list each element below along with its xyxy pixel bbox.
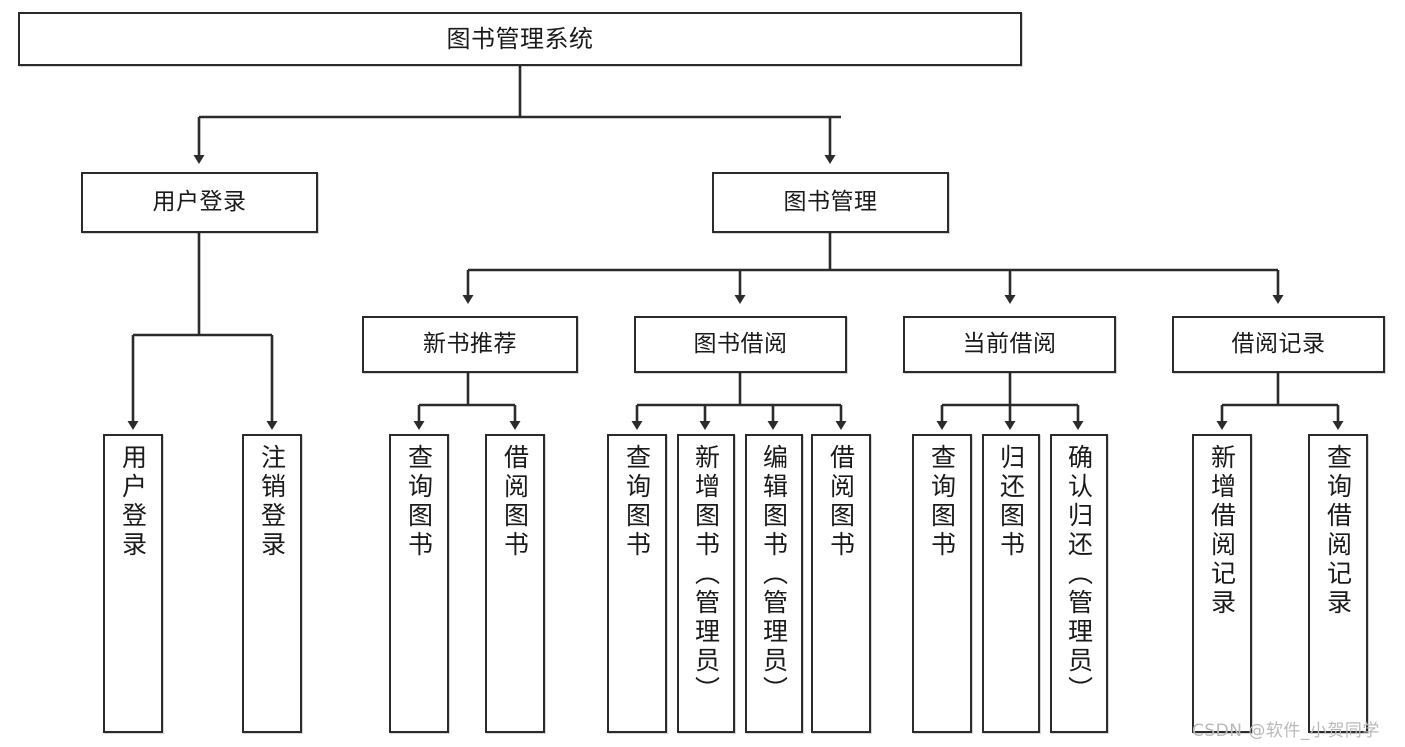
leaf-recommend-query-book[interactable]: 查询图书 xyxy=(389,434,449,733)
node-label: 借阅图书 xyxy=(500,444,530,560)
node-new-book-recommend[interactable]: 新书推荐 xyxy=(362,316,578,373)
node-label: 注销登录 xyxy=(257,444,287,560)
leaf-record-add-record[interactable]: 新增借阅记录 xyxy=(1192,434,1252,733)
node-label: 新增图书（管理员） xyxy=(691,444,721,705)
leaf-user-login-signout[interactable]: 注销登录 xyxy=(242,434,302,733)
node-label: 查询借阅记录 xyxy=(1323,444,1353,618)
leaf-record-query-record[interactable]: 查询借阅记录 xyxy=(1308,434,1368,733)
node-label: 新书推荐 xyxy=(423,330,517,357)
node-label: 图书管理系统 xyxy=(446,24,594,53)
leaf-user-login-signin[interactable]: 用户登录 xyxy=(103,434,163,733)
leaf-borrow-add-book-admin[interactable]: 新增图书（管理员） xyxy=(677,434,735,733)
node-label: 图书管理 xyxy=(783,188,878,215)
leaf-current-confirm-return-admin[interactable]: 确认归还（管理员） xyxy=(1050,434,1108,733)
leaf-borrow-edit-book-admin[interactable]: 编辑图书（管理员） xyxy=(745,434,803,733)
node-label: 借阅图书 xyxy=(826,444,856,560)
node-label: 查询图书 xyxy=(927,444,957,560)
leaf-borrow-borrow-book[interactable]: 借阅图书 xyxy=(811,434,871,733)
csdn-watermark: CSDN @软件_小贺同学 xyxy=(1192,721,1380,741)
node-label: 图书借阅 xyxy=(693,330,788,357)
leaf-current-query-book[interactable]: 查询图书 xyxy=(912,434,972,733)
node-label: 查询图书 xyxy=(404,444,434,560)
node-label: 用户登录 xyxy=(118,444,148,560)
node-borrow-record[interactable]: 借阅记录 xyxy=(1172,316,1385,373)
node-label: 查询图书 xyxy=(622,444,652,560)
node-user-login[interactable]: 用户登录 xyxy=(81,172,318,233)
leaf-recommend-borrow-book[interactable]: 借阅图书 xyxy=(485,434,545,733)
node-label: 编辑图书（管理员） xyxy=(759,444,789,705)
node-label: 归还图书 xyxy=(996,444,1026,560)
node-label: 用户登录 xyxy=(152,188,247,215)
node-label: 借阅记录 xyxy=(1231,330,1326,357)
node-book-borrow[interactable]: 图书借阅 xyxy=(634,316,847,373)
node-label: 确认归还（管理员） xyxy=(1064,444,1094,705)
node-label: 当前借阅 xyxy=(962,330,1057,357)
node-root-system[interactable]: 图书管理系统 xyxy=(18,12,1022,66)
node-label: 新增借阅记录 xyxy=(1207,444,1237,618)
leaf-borrow-query-book[interactable]: 查询图书 xyxy=(607,434,667,733)
node-current-borrow[interactable]: 当前借阅 xyxy=(903,316,1116,373)
node-book-management[interactable]: 图书管理 xyxy=(712,172,949,233)
leaf-current-return-book[interactable]: 归还图书 xyxy=(982,434,1040,733)
